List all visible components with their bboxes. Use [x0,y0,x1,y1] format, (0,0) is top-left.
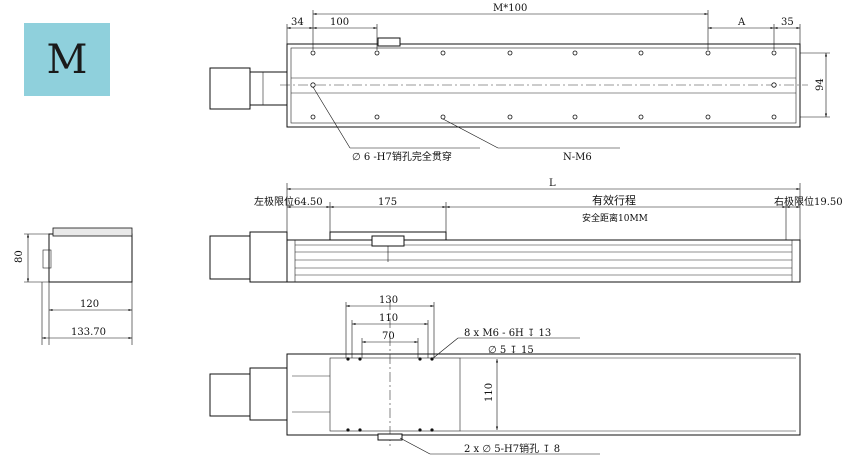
callout-m6: 8 x M6 - 6H ↧ 13 [464,328,551,339]
dim-130: 130 [379,295,398,306]
dim-80: 80 [14,250,25,263]
dim-m100: M*100 [493,3,527,14]
stroke-label: 有效行程 [592,193,636,207]
series-badge: M [24,23,110,96]
left-limit-label: 左极限位64.50 [254,195,323,208]
dim-100: 100 [330,17,349,28]
dim-l: L [549,178,556,189]
dim-110-top: 110 [379,313,398,324]
dim-35: 35 [781,17,794,28]
end-view: 80 120 133.70 [14,227,133,345]
end-profile [48,233,133,283]
series-letter: M [46,36,88,83]
callout-dia5: ∅ 5 ↧ 15 [488,345,534,356]
dim-34: 34 [291,17,304,28]
dim-110-vert: 110 [484,383,495,402]
side-view: L 左极限位64.50 175 有效行程 右极限位19.50 安全距离10MM [209,178,843,283]
dim-a: A [737,17,746,28]
limit-clamp [377,37,401,47]
dim-175: 175 [378,197,397,208]
rail-body-side [286,239,801,283]
dim-70: 70 [382,331,395,342]
motor-body [209,67,251,110]
top-view: 34 100 M*100 A 35 94 ∅ 6 -H7销孔完全贯穿 N-M6 [209,3,830,163]
safety-label: 安全距离10MM [582,212,648,224]
dim-94: 94 [815,78,826,91]
callout-pins: 2 x ∅ 5-H7销孔 ↧ 8 [464,442,560,455]
top-holes [310,50,777,120]
callout-pin-hole: ∅ 6 -H7销孔完全贯穿 [352,150,452,163]
right-limit-label: 右极限位19.50 [774,195,843,208]
bottom-motor [209,373,251,417]
rail-body-bottom [286,353,801,436]
side-motor [209,235,251,280]
carriage-holes [346,357,434,432]
bottom-view: 130 110 70 110 8 x M6 - 6H ↧ 13 ∅ 5 ↧ 15… [209,295,801,455]
rail-body-top [286,43,801,128]
motor-coupler [249,71,288,106]
callout-thread: N-M6 [563,152,592,163]
dim-120: 120 [80,299,99,310]
dim-133-70: 133.70 [71,327,106,338]
